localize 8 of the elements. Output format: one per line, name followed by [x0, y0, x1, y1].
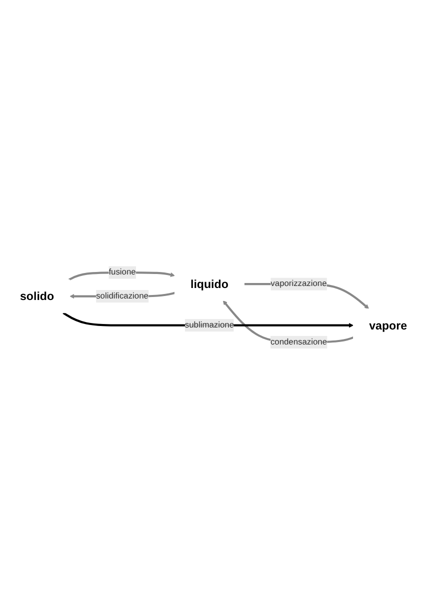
node-text: solido — [20, 290, 54, 304]
edge-label: solidificazione — [96, 292, 148, 301]
edge-label: condensazione — [270, 338, 328, 347]
node-text: vapore — [369, 318, 408, 332]
edge-label: sublimazione — [184, 320, 234, 330]
node-text: liquido — [190, 278, 228, 291]
edge-label: vaporizzazione — [270, 280, 327, 288]
edge-label: fusione — [108, 268, 136, 277]
